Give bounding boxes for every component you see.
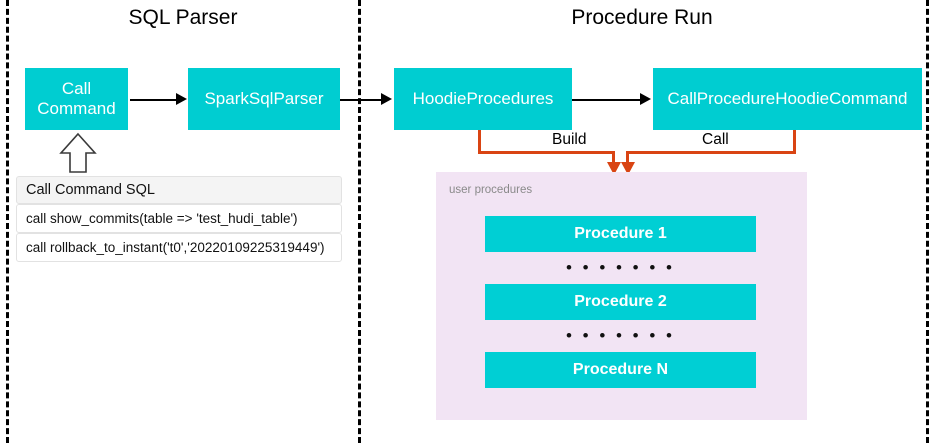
build-connector-vertical-left [478, 130, 481, 154]
arrow-spark-to-hoodie-line [340, 99, 381, 101]
procedures-separator-2: • • • • • • • [565, 326, 675, 345]
section-divider-left [6, 0, 9, 443]
section-divider-middle [358, 0, 361, 443]
node-hoodie-procedures-label: HoodieProcedures [412, 89, 554, 109]
user-procedures-panel-label: user procedures [449, 184, 533, 196]
build-connector-horizontal [478, 151, 615, 154]
sql-table-row: call rollback_to_instant('t0','202201092… [16, 233, 342, 262]
arrow-call-command-to-spark-line [130, 99, 176, 101]
arrow-hoodie-to-callprocedure-line [572, 99, 640, 101]
call-connector-vertical-down [626, 151, 629, 164]
sql-table: Call Command SQL call show_commits(table… [16, 176, 342, 262]
node-call-command-label-line1: Call [61, 79, 92, 99]
procedures-separator-1: • • • • • • • [565, 258, 675, 277]
user-procedures-panel: user procedures Procedure 1 • • • • • • … [436, 172, 807, 420]
node-call-command[interactable]: Call Command [25, 68, 128, 130]
arrow-spark-to-hoodie-head [381, 93, 392, 105]
node-call-procedure-hoodie-command[interactable]: CallProcedureHoodieCommand [653, 68, 922, 130]
node-call-procedure-hoodie-command-label: CallProcedureHoodieCommand [667, 89, 908, 109]
edge-label-build: Build [547, 131, 592, 149]
section-title-procedure-run: Procedure Run [571, 6, 713, 29]
node-hoodie-procedures[interactable]: HoodieProcedures [394, 68, 572, 130]
node-spark-sql-parser[interactable]: SparkSqlParser [188, 68, 340, 130]
build-connector-arrowhead [607, 162, 621, 175]
procedure-box-2[interactable]: Procedure 2 [485, 284, 756, 320]
section-title-sql-parser: SQL Parser [128, 6, 238, 29]
block-arrow-up-icon [58, 132, 98, 179]
build-connector-vertical-down [612, 151, 615, 164]
section-divider-right [926, 0, 929, 443]
edge-label-call: Call [697, 131, 734, 149]
sql-table-row: call show_commits(table => 'test_hudi_ta… [16, 204, 342, 233]
node-spark-sql-parser-label: SparkSqlParser [204, 89, 324, 109]
sql-table-header: Call Command SQL [16, 176, 342, 204]
procedure-box-n[interactable]: Procedure N [485, 352, 756, 388]
call-connector-horizontal [626, 151, 796, 154]
arrow-call-command-to-spark-head [176, 93, 187, 105]
call-connector-arrowhead [621, 162, 635, 175]
arrow-hoodie-to-callprocedure-head [640, 93, 651, 105]
call-connector-vertical-right [793, 130, 796, 154]
procedure-box-1[interactable]: Procedure 1 [485, 216, 756, 252]
node-call-command-label-line2: Command [37, 99, 116, 118]
